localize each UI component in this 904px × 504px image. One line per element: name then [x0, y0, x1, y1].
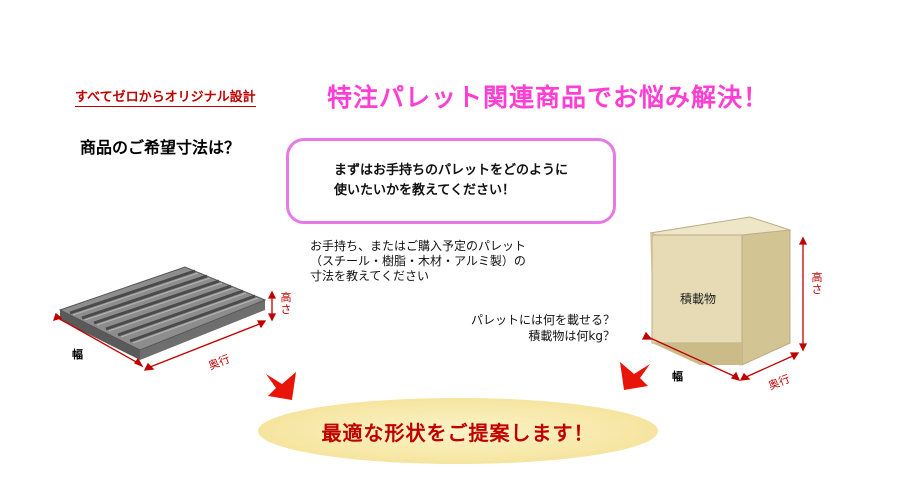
cargo-box-illustration: [641, 216, 808, 382]
load-note-line-2: 積載物は何kg？: [528, 329, 615, 343]
speech-bubble: まずはお手持ちのパレットをどのように 使いたいかを教えてください！: [286, 138, 616, 224]
bubble-line-1: まずはお手持ちのパレットをどのように: [333, 163, 568, 178]
pallet-illustration: [52, 266, 277, 371]
headline: 特注パレット関連商品でお悩み解決！: [327, 83, 770, 112]
down-arrow-icon: [266, 372, 296, 400]
cargo-height-label: 高さ: [811, 271, 823, 296]
pallet-note-line-3: 寸法を教えてください: [310, 269, 430, 283]
load-note-line-1: パレットには何を載せる？: [470, 313, 615, 327]
pallet-note: お手持ち、またはご購入予定のパレット （スチール・樹脂・木材・アルミ製）の 寸法…: [310, 239, 526, 284]
cargo-label: 積載物: [680, 292, 717, 306]
cargo-width-label: 幅: [672, 370, 683, 383]
proposal-ellipse: [258, 398, 658, 464]
pallet-note-line-2: （スチール・樹脂・木材・アルミ製）の: [310, 254, 526, 268]
pallet-height-label: 高さ: [280, 291, 292, 316]
pallet-note-line-1: お手持ち、またはご購入予定のパレット: [310, 239, 527, 253]
load-note: パレットには何を載せる？ 積載物は何kg？: [420, 312, 615, 344]
tagline: すべてゼロからオリジナル設計: [75, 90, 256, 107]
proposal-text: 最適な形状をご提案します！: [321, 420, 595, 445]
dimension-question: 商品のご希望寸法は？: [80, 138, 241, 157]
bubble-line-2: 使いたいかを教えてください！: [333, 183, 515, 198]
bubble-text: まずはお手持ちのパレットをどのように 使いたいかを教えてください！: [334, 161, 568, 201]
down-arrow-icon: [620, 362, 650, 390]
pallet-width-label: 幅: [72, 348, 83, 361]
